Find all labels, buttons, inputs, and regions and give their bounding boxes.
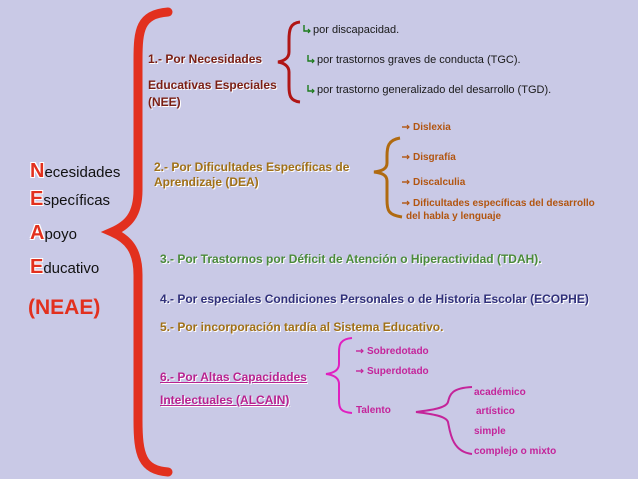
acronym-line-e1: Específicas: [30, 188, 111, 210]
alcain-item-superdotado: Superdotado: [356, 366, 429, 377]
dea-item-desarrollo: Dificultades específicas del desarrollo: [402, 198, 595, 209]
branch6-title-line2: Intelectuales (ALCAIN): [160, 393, 290, 407]
branch2-title-line1: 2.- Por Dificultades Específicas de: [154, 160, 350, 174]
talento-item-artistico: artístico: [476, 406, 515, 417]
alcain-brace: [325, 337, 353, 414]
branch1-title-line3: (NEE): [148, 95, 181, 109]
nee-item-tgc: por trastornos graves de conducta (TGC).: [306, 54, 521, 66]
dea-brace: [373, 136, 403, 219]
arrow-bullet-icon: [356, 346, 365, 355]
arrow-bullet-icon: [402, 152, 411, 161]
arrow-bullet-icon: [302, 25, 311, 34]
acronym-line-n: Necesidades: [30, 160, 121, 182]
dea-item-disgrafia: Disgrafía: [402, 152, 456, 163]
acronym-line-a: Apoyo: [30, 222, 77, 244]
branch3-title: 3.- Por Trastornos por Déficit de Atenci…: [160, 252, 542, 266]
arrow-bullet-icon: [306, 55, 315, 64]
branch1-title-line1: 1.- Por Necesidades: [148, 52, 263, 66]
main-brace: [100, 7, 173, 477]
talento-brace: [415, 386, 473, 455]
branch5-title: 5.- Por incorporación tardía al Sistema …: [160, 320, 444, 334]
talento-item-mixto: complejo o mixto: [474, 446, 557, 457]
acronym-full: (NEAE): [28, 296, 101, 319]
branch6-title-line1: 6.- Por Altas Capacidades: [160, 370, 307, 384]
arrow-bullet-icon: [402, 122, 411, 131]
branch1-title-line2: Educativas Especiales: [148, 78, 277, 92]
dea-item-dislexia: Dislexia: [402, 122, 451, 133]
arrow-bullet-icon: [402, 177, 411, 186]
arrow-bullet-icon: [356, 366, 365, 375]
acronym-line-e2: Educativo: [30, 256, 100, 278]
branch4-title: 4.- Por especiales Condiciones Personale…: [160, 292, 589, 306]
nee-item-discapacidad: por discapacidad.: [302, 24, 399, 36]
dea-item-desarrollo-line2: del habla y lenguaje: [406, 211, 502, 222]
arrow-bullet-icon: [402, 198, 411, 207]
talento-item-simple: simple: [474, 426, 506, 437]
nee-brace: [277, 20, 301, 104]
branch2-title-line2: Aprendizaje (DEA): [154, 175, 259, 189]
talento-item-academico: académico: [474, 387, 526, 398]
alcain-item-talento: Talento: [356, 405, 391, 416]
dea-item-discalculia: Discalculia: [402, 177, 465, 188]
arrow-bullet-icon: [306, 85, 315, 94]
alcain-item-sobredotado: Sobredotado: [356, 346, 429, 357]
nee-item-tgd: por trastorno generalizado del desarroll…: [306, 84, 551, 96]
